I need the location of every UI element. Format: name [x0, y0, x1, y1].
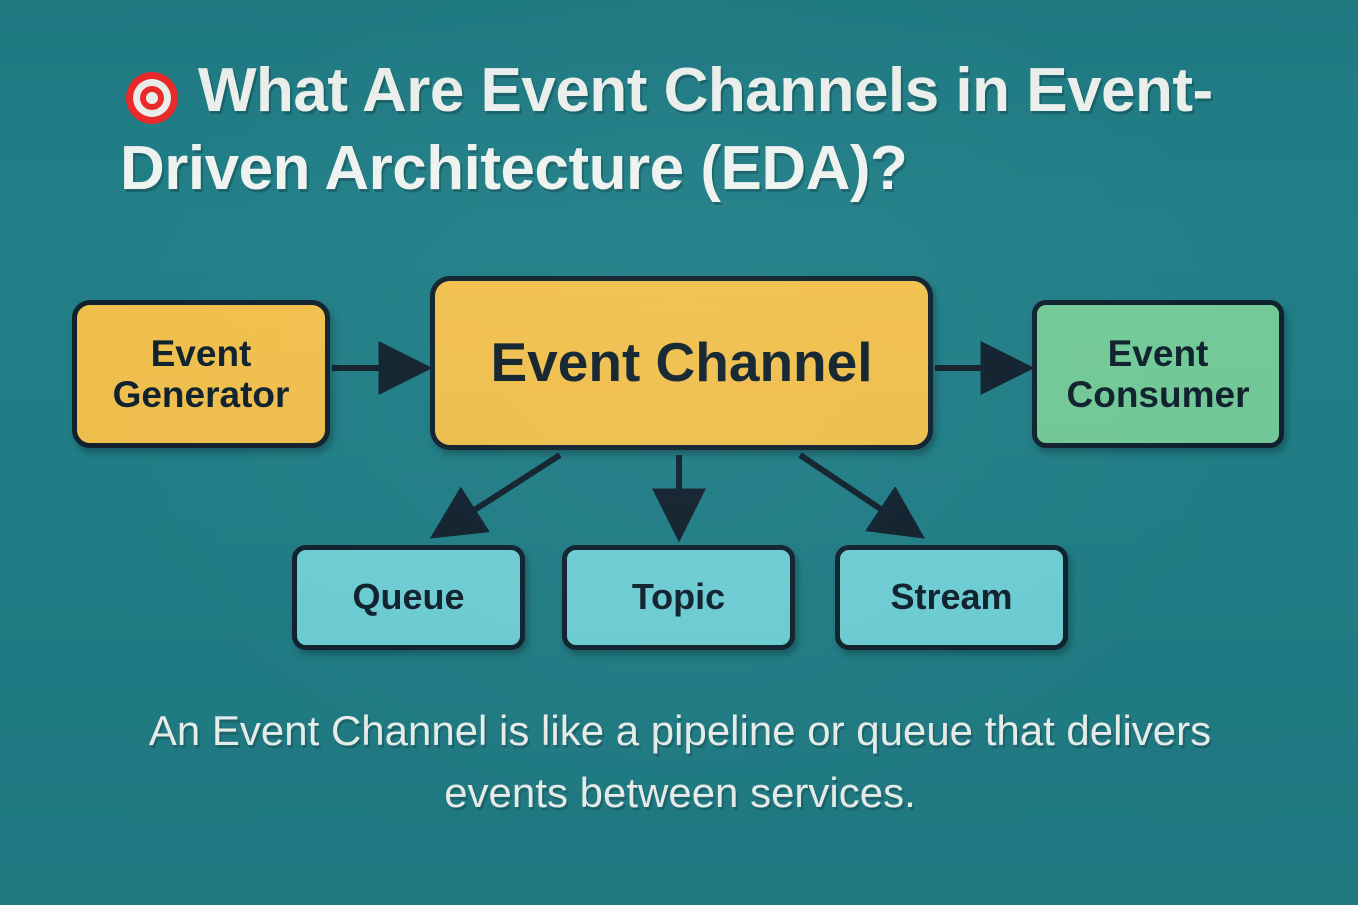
node-label: Topic [631, 576, 726, 618]
bullseye-target-icon [126, 72, 178, 124]
node-label: Event Generator [112, 332, 290, 415]
node-stream[interactable]: Stream [835, 545, 1068, 650]
node-topic[interactable]: Topic [562, 545, 795, 650]
node-label: Event Channel [490, 331, 873, 394]
node-event-generator[interactable]: Event Generator [72, 300, 330, 448]
edge-channel-to-stream [798, 452, 925, 539]
node-label: Stream [890, 576, 1013, 618]
title-block: What Are Event Channels in Event-Driven … [120, 52, 1300, 207]
node-event-channel[interactable]: Event Channel [430, 276, 933, 450]
page-title: What Are Event Channels in Event-Driven … [120, 56, 1213, 203]
edge-channel-to-queue [429, 452, 562, 539]
node-label: Queue [352, 576, 465, 618]
node-queue[interactable]: Queue [292, 545, 525, 650]
node-event-consumer[interactable]: Event Consumer [1032, 300, 1284, 448]
caption-text: An Event Channel is like a pipeline or q… [148, 707, 1212, 817]
node-label: Event Consumer [1066, 332, 1250, 415]
